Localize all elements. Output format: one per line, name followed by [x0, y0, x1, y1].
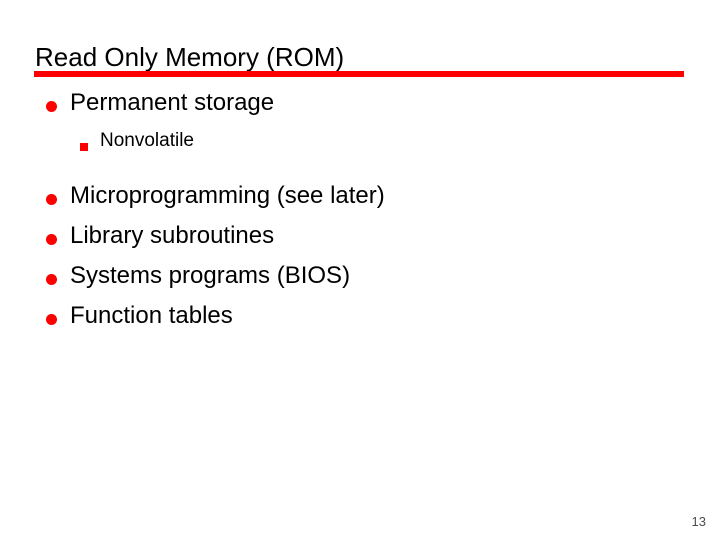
list-item: Library subroutines	[0, 221, 720, 261]
list-item-label: Function tables	[70, 302, 233, 329]
list-group-spacer	[0, 171, 720, 181]
list-item-label: Nonvolatile	[100, 130, 194, 151]
list-item: Microprogramming (see later)	[0, 181, 720, 221]
disc-bullet-icon	[46, 314, 57, 325]
disc-bullet-icon	[46, 234, 57, 245]
square-bullet-icon	[80, 143, 88, 151]
list-item-label: Library subroutines	[70, 222, 275, 249]
list-item-label: Permanent storage	[70, 89, 275, 116]
list-item-label: Systems programs (BIOS)	[70, 262, 351, 289]
list-item: Permanent storage	[0, 88, 720, 128]
list-item: Nonvolatile	[0, 128, 720, 171]
slide-body: Permanent storage Nonvolatile Microprogr…	[0, 88, 720, 341]
page-number: 13	[691, 514, 706, 529]
disc-bullet-icon	[46, 194, 57, 205]
list-item: Function tables	[0, 301, 720, 341]
list-item-label: Microprogramming (see later)	[70, 182, 385, 209]
list-item: Systems programs (BIOS)	[0, 261, 720, 301]
disc-bullet-icon	[46, 274, 57, 285]
title-underline-rule	[34, 71, 684, 77]
page-title: Read Only Memory (ROM)	[35, 42, 345, 72]
disc-bullet-icon	[46, 101, 57, 112]
